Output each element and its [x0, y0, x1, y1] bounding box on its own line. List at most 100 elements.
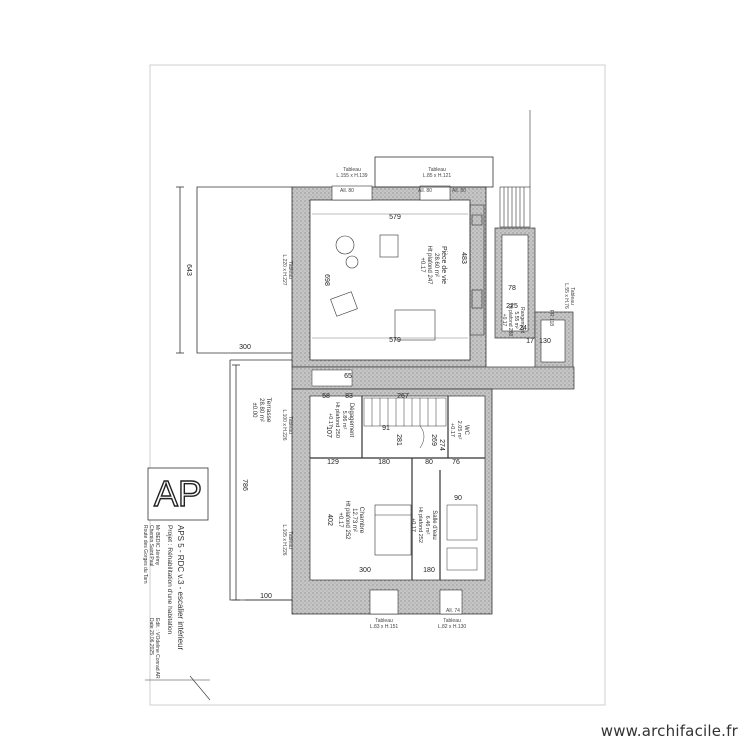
- allege-label-2: All. 80: [418, 188, 432, 194]
- dim-281: 281: [395, 434, 402, 446]
- dim-180-mid: 180: [378, 459, 390, 466]
- dim-107: 107: [325, 426, 332, 438]
- dim-300-chambre: 300: [359, 567, 371, 574]
- dim-90: 90: [454, 495, 462, 502]
- svg-text:L.105 x H.226: L.105 x H.226: [281, 524, 287, 555]
- svg-text:5.86 m²: 5.86 m²: [341, 411, 347, 430]
- window-label-top2: Tableau L.85 x H.121: [423, 167, 452, 179]
- exterior-stairs: [499, 110, 531, 228]
- svg-text:L.82 x H.130: L.82 x H.130: [438, 624, 467, 630]
- svg-text:Ht plafond 280: Ht plafond 280: [507, 304, 513, 337]
- svg-text:Tableau: Tableau: [287, 416, 293, 434]
- dim-643: 643: [185, 264, 192, 276]
- svg-text:Pièce de vie: Pièce de vie: [440, 246, 447, 284]
- svg-text:12.73 m²: 12.73 m²: [351, 508, 357, 532]
- window-label-top1: Tableau L.155 x H.139: [336, 167, 367, 179]
- dim-698: 698: [323, 274, 330, 286]
- window-bottom-1: [369, 589, 399, 615]
- logo-ap: AP: [154, 473, 202, 514]
- dim-269: 269: [430, 434, 437, 446]
- svg-text:Tableau: Tableau: [343, 167, 361, 173]
- label-piece-de-vie: Pièce de vie 28.60 m² Ht plafond 247 +0.…: [419, 245, 447, 285]
- balcony: [374, 156, 494, 188]
- svg-text:±0.00: ±0.00: [251, 403, 257, 419]
- svg-text:Projet : Réhabilitation d'une: Projet : Réhabilitation d'une habitation: [166, 525, 173, 635]
- svg-text:+0.17: +0.17: [410, 518, 416, 532]
- title-block: AP APS 5 - RDC v.3 - escalier intérieur …: [142, 467, 211, 701]
- svg-text:5.55 m²: 5.55 m²: [513, 312, 519, 329]
- svg-text:Tableau: Tableau: [569, 287, 575, 305]
- svg-text:Tableau: Tableau: [287, 531, 293, 549]
- svg-text:L.155 x H.139: L.155 x H.139: [336, 173, 367, 179]
- dim-579-bottom: 579: [389, 337, 401, 344]
- label-degagement: Dégagement 5.86 m² Ht plafond 250 +0.17: [327, 402, 354, 438]
- bathroom-fixtures: [446, 504, 478, 571]
- dim-225: 225: [506, 303, 518, 310]
- dim-58: 58: [322, 393, 330, 400]
- svg-text:L.220 x H.227: L.220 x H.227: [281, 254, 287, 285]
- dim-300-terrasse: 300: [239, 344, 251, 351]
- svg-text:L.85 x H.121: L.85 x H.121: [423, 173, 452, 179]
- window-label-left3: Tableau L.105 x H.226: [281, 524, 293, 555]
- svg-text:28.60 m²: 28.60 m²: [433, 253, 439, 277]
- svg-text:Chambre: Chambre: [358, 507, 365, 534]
- svg-text:L.55 x H.76: L.55 x H.76: [563, 283, 569, 309]
- dining-table: [330, 234, 436, 341]
- svg-text:WC: WC: [463, 425, 469, 436]
- middle-opening: [311, 369, 353, 387]
- dim-78: 78: [508, 285, 516, 292]
- interior-partitions: [310, 396, 485, 580]
- dim-579-top: 579: [389, 214, 401, 221]
- window-label-left2: Tableau L.100 x H.226: [281, 409, 293, 440]
- svg-text:Tableau: Tableau: [375, 618, 393, 624]
- svg-text:2.05 m²: 2.05 m²: [456, 421, 462, 440]
- dim-83: 83: [345, 393, 353, 400]
- window-top-1: [331, 185, 373, 201]
- svg-text:Ht plafond 247: Ht plafond 247: [426, 245, 432, 285]
- allege-label-5: FR 118: [548, 310, 554, 326]
- label-rangement: Rangement 5.55 m² Ht plafond 280 +0.17: [501, 304, 525, 337]
- dim-267: 267: [397, 393, 409, 400]
- dim-129: 129: [327, 459, 339, 466]
- window-label-right: Tableau L.55 x H.76: [563, 283, 575, 309]
- svg-text:Dégagement: Dégagement: [348, 403, 354, 438]
- svg-text:+0.17: +0.17: [501, 314, 507, 327]
- allege-label-3: All. 80: [452, 188, 466, 194]
- svg-text:L.83 x H.151: L.83 x H.151: [370, 624, 399, 630]
- watermark: www.archifacile.fr: [600, 722, 738, 740]
- label-chambre: Chambre 12.73 m² Ht plafond 252 +0.17: [337, 500, 365, 540]
- svg-text:APS 5 - RDC v.3 - escalier int: APS 5 - RDC v.3 - escalier intérieur: [176, 525, 185, 651]
- dim-786: 786: [241, 479, 248, 491]
- window-label-bottom1: Tableau L.83 x H.151: [370, 618, 399, 630]
- window-label-left1: Tableau L.220 x H.227: [281, 254, 293, 285]
- dim-180-bottom: 180: [423, 567, 435, 574]
- label-terrasse: Terrasse 28.80 m² ±0.00: [251, 398, 272, 423]
- label-wc: WC 2.05 m² +0.17: [449, 421, 469, 440]
- svg-text:Mr BEDIC Jérémy: Mr BEDIC Jérémy: [154, 525, 160, 566]
- svg-text:Terrasse: Terrasse: [265, 398, 272, 423]
- dim-130: 130: [539, 338, 551, 345]
- window-bottom-2: [439, 589, 463, 615]
- svg-text:+0.17: +0.17: [337, 512, 343, 528]
- svg-text:+0.17: +0.17: [419, 257, 425, 273]
- svg-text:Ht plafond 252: Ht plafond 252: [344, 500, 350, 540]
- bed: [374, 504, 412, 556]
- svg-text:+0.17: +0.17: [327, 413, 333, 427]
- kitchen-counter: [469, 204, 485, 336]
- dim-65: 65: [344, 373, 352, 380]
- dim-402: 402: [326, 514, 333, 526]
- dim-483: 483: [460, 252, 467, 264]
- svg-text:+0.17: +0.17: [449, 423, 455, 437]
- window-top-2: [419, 185, 451, 201]
- lower-block-walls: [291, 388, 493, 615]
- dim-274: 274: [438, 439, 445, 451]
- dim-24: 24: [519, 325, 527, 332]
- dim-91: 91: [382, 425, 390, 432]
- svg-text:Tableau: Tableau: [287, 261, 293, 279]
- svg-text:Tableau: Tableau: [443, 618, 461, 624]
- svg-text:Route des Gorges du Tarn: Route des Gorges du Tarn: [142, 525, 148, 584]
- piece-de-vie-walls: [291, 186, 487, 368]
- window-label-bottom2: Tableau L.82 x H.130: [438, 618, 467, 630]
- dim-80: 80: [425, 459, 433, 466]
